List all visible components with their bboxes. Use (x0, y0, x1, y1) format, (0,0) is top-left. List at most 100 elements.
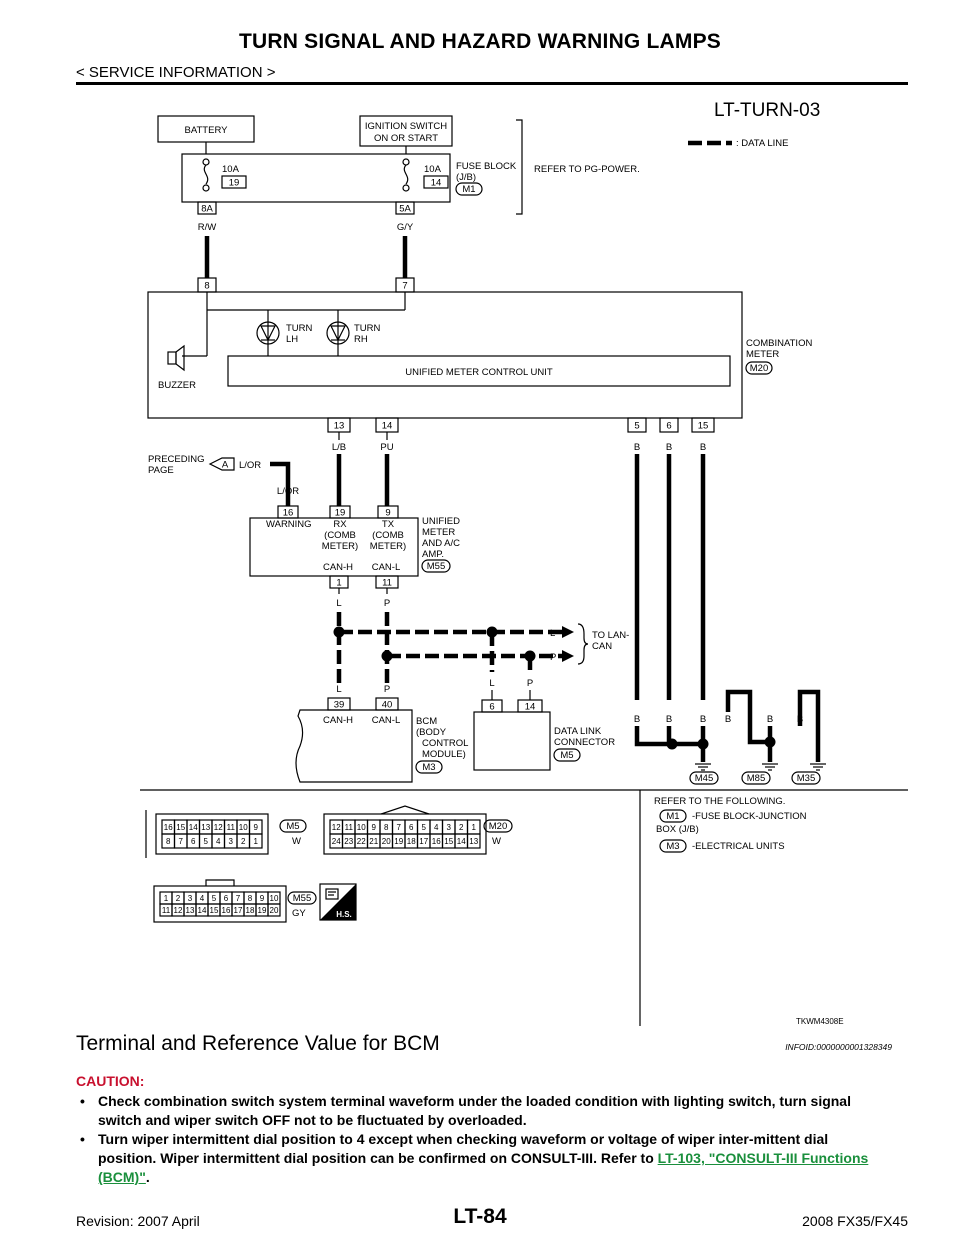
cavity-number: 2 (176, 894, 181, 903)
dlc-box (473, 711, 551, 771)
ignition-label-2: ON OR START (374, 133, 438, 144)
cavity-number: 7 (236, 894, 241, 903)
umcu-label: UNIFIED METER CONTROL UNIT (405, 367, 553, 378)
bcm-label-1: BCM (416, 716, 437, 727)
to-lan-label-2: CAN (592, 641, 612, 652)
tx-label-3: METER) (370, 541, 406, 552)
cavity-number: 8 (384, 823, 389, 832)
amp-label-3: AND A/C (422, 538, 460, 549)
ground-m45: M45 (695, 773, 713, 784)
dlc-label-2: CONNECTOR (554, 737, 615, 748)
amp-canh-label: CAN-H (323, 562, 353, 573)
cavity-number: 3 (447, 823, 452, 832)
fuse-block (181, 153, 451, 203)
caution-item-2-end: . (145, 1169, 150, 1185)
bcm-canl-label: CAN-L (372, 715, 401, 726)
wire-l-upper: L (336, 598, 341, 609)
model: 2008 FX35/FX45 (802, 1213, 908, 1229)
hs-label: H.S. (336, 910, 352, 919)
comb-meter-connector: M20 (750, 363, 768, 374)
cavity-number: 4 (200, 894, 205, 903)
gnd-b-2: B (666, 714, 672, 725)
wire-p-dlc: P (527, 678, 533, 689)
cavity-number: 17 (234, 906, 243, 915)
cavity-number: 6 (224, 894, 229, 903)
cavity-number: 11 (162, 906, 171, 915)
caution-item-2-text: Turn wiper intermittent dial position to… (98, 1131, 829, 1166)
conn-m55-label: M55 (293, 893, 311, 904)
cavity-number: 18 (246, 906, 255, 915)
cavity-number: 1 (472, 823, 477, 832)
caution-item-2: Turn wiper intermittent dial position to… (76, 1130, 886, 1187)
preceding-label-2: PAGE (148, 465, 174, 476)
gnd-b-3: B (700, 714, 706, 725)
wire-p-upper: P (384, 598, 390, 609)
amp-pin-19: 19 (335, 508, 346, 519)
ignition-label-1: IGNITION SWITCH (365, 121, 447, 132)
fuse2-no: 14 (431, 178, 442, 189)
rx-label-3: METER) (322, 541, 358, 552)
bcm-box (295, 709, 413, 783)
comb-meter-label-1: COMBINATION (746, 338, 812, 349)
meter-pin-6: 6 (666, 421, 671, 432)
amp-pin-11: 11 (382, 578, 392, 589)
umcu-box (227, 355, 731, 387)
cavity-number: 16 (432, 837, 441, 846)
hs-badge-icon: H.S. (319, 883, 357, 921)
fuse1-no: 19 (229, 178, 240, 189)
consult-iii-link[interactable]: LT-103, "CONSULT-III Functions (BCM)" (98, 1150, 869, 1185)
cavity-number: 22 (357, 837, 366, 846)
bcm-pin-40: 40 (382, 700, 393, 711)
gnd-b-1: B (634, 714, 640, 725)
turn-lh-label-1: TURN (286, 323, 313, 334)
amp-pin-9: 9 (385, 508, 390, 519)
conn-m20-label: M20 (489, 821, 507, 832)
cavity-number: 4 (434, 823, 439, 832)
wire-gy: G/Y (397, 222, 414, 233)
cavity-number: 16 (222, 906, 231, 915)
diagram-code: LT-TURN-03 (714, 100, 820, 121)
fuse-block-label-2: (J/B) (456, 172, 476, 183)
bcm-canh-label: CAN-H (323, 715, 353, 726)
cavity (267, 903, 281, 917)
cavity (466, 833, 481, 849)
terminal-8a: 8A (201, 204, 213, 215)
conn-m20-color: W (492, 836, 501, 847)
to-lan-label-1: TO LAN- (592, 630, 629, 641)
header-rule (76, 82, 908, 85)
cavity-number: 13 (201, 823, 210, 832)
cavity-number: 6 (409, 823, 414, 832)
cavity-number: 15 (176, 823, 185, 832)
conn-m5-color: W (292, 836, 301, 847)
preceding-tag (208, 457, 235, 471)
preceding-label-1: PRECEDING (148, 454, 204, 465)
cavity-number: 23 (344, 837, 353, 846)
wiring-diagram: LT-TURN-03 : DATA LINE BATTERY IGNITION … (140, 100, 908, 1026)
preceding-tag-label: A (222, 460, 229, 471)
wire-b-6: B (666, 442, 672, 453)
meter-pin-14: 14 (382, 421, 393, 432)
cavity-number: 18 (407, 837, 416, 846)
meter-pin-7: 7 (402, 281, 407, 292)
cavity-number: 5 (212, 894, 217, 903)
battery-label: BATTERY (185, 125, 229, 136)
wire-lb: L/B (332, 442, 346, 453)
cavity-number: 11 (227, 823, 236, 832)
cavity-number: 15 (444, 837, 453, 846)
amp-connector: M55 (427, 561, 445, 572)
ref-m3-text: -ELECTRICAL UNITS (692, 841, 785, 852)
cavity-number: 20 (270, 906, 279, 915)
cavity-number: 14 (189, 823, 198, 832)
cavity-number: 3 (229, 837, 234, 846)
cavity-number: 12 (332, 823, 341, 832)
conn-m5-label: M5 (286, 821, 299, 832)
cavity-number: 8 (248, 894, 253, 903)
amp-label-2: METER (422, 527, 455, 538)
revision: Revision: 2007 April (76, 1213, 200, 1229)
amp-canl-label: CAN-L (372, 562, 401, 573)
page-title: TURN SIGNAL AND HAZARD WARNING LAMPS (238, 30, 722, 53)
meter-pin-5: 5 (634, 421, 639, 432)
breadcrumb: < SERVICE INFORMATION > (76, 64, 276, 81)
cavity-number: 17 (419, 837, 428, 846)
